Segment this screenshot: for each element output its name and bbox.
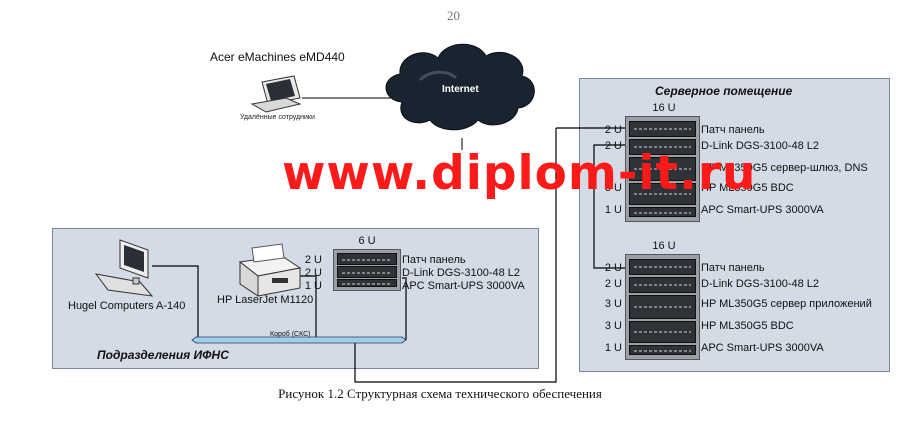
printer-icon — [238, 243, 302, 297]
rack1-patch-panel — [629, 121, 696, 137]
remote-caption: Удалённые сотрудники — [240, 114, 315, 121]
desktop-computer-icon — [94, 239, 154, 297]
rack2-switch — [629, 277, 696, 293]
rack2-label-3: HP ML350G5 сервер приложений — [701, 298, 872, 310]
internet-cloud-icon — [385, 43, 535, 131]
rack1-label-2: D-Link DGS-3100-48 L2 — [701, 140, 820, 152]
rack2-label-1: Патч панель — [701, 262, 765, 274]
dept-switch — [337, 266, 397, 278]
watermark: www.diplom-it.ru — [282, 146, 757, 201]
rack1-switch — [629, 139, 696, 155]
rack2-label-5: APC Smart-UPS 3000VA — [701, 342, 824, 354]
rack2-label-4: HP ML350G5 BDC — [701, 320, 794, 332]
laptop-icon — [250, 75, 302, 113]
server-room-title: Серверное помещение — [655, 84, 793, 98]
rack1-u-4: 3 U — [604, 182, 622, 194]
cable-duct — [191, 336, 407, 344]
rack1-ups — [629, 207, 696, 217]
rack1-u-1: 2 U — [604, 124, 622, 136]
dept-u-1: 2 U — [304, 254, 322, 266]
figure-caption: Рисунок 1.2 Структурная схема техническо… — [278, 386, 602, 401]
rack2-u-5: 1 U — [604, 342, 622, 354]
rack1-label-3: HP ML350G5 сервер-шлюз, DNS — [701, 162, 868, 174]
dept-ups — [337, 279, 397, 287]
dept-u-3: 1 U — [304, 280, 322, 292]
rack1-header: 16 U — [652, 102, 676, 114]
rack2-header: 16 U — [652, 240, 676, 252]
cable-duct-label: Короб (СКС) — [270, 331, 311, 338]
dept-label-1: Патч панель — [402, 254, 466, 266]
rack1-gateway-server — [629, 157, 696, 181]
rack1-bdc-server — [629, 183, 696, 205]
rack1-label-1: Патч панель — [701, 124, 765, 136]
rack2-ups — [629, 345, 696, 355]
dept-label-3: APC Smart-UPS 3000VA — [402, 280, 525, 292]
rack2-u-2: 2 U — [604, 278, 622, 290]
internet-label: Internet — [442, 84, 479, 95]
page-number: 20 — [447, 8, 460, 23]
rack2-u-4: 3 U — [604, 320, 622, 332]
department-rack — [333, 249, 401, 291]
printer-link — [300, 275, 317, 340]
uplink — [354, 128, 557, 383]
dept-computer-label: Hugel Computers A-140 — [68, 300, 186, 312]
rack-interconnect — [593, 144, 625, 269]
rack1-label-4: HP ML350G5 BDC — [701, 182, 794, 194]
server-rack-1 — [625, 116, 700, 222]
rack2-patch-panel — [629, 259, 696, 275]
server-rack-2 — [625, 254, 700, 360]
dept-patch-panel — [337, 253, 397, 265]
rack2-label-2: D-Link DGS-3100-48 L2 — [701, 278, 820, 290]
rack2-bdc-server — [629, 321, 696, 343]
pc-link — [152, 265, 199, 340]
rack1-u-5: 1 U — [604, 204, 622, 216]
department-title: Подразделения ИФНС — [97, 348, 229, 362]
switch-link — [402, 277, 407, 340]
rack1-u-2: 2 U — [604, 140, 622, 152]
remote-computer-label: Acer eMachines eMD440 — [210, 50, 345, 64]
dept-u-2: 2 U — [304, 267, 322, 279]
rack2-u-1: 2 U — [604, 262, 622, 274]
rack1-label-5: APC Smart-UPS 3000VA — [701, 204, 824, 216]
rack2-app-server — [629, 295, 696, 319]
dept-label-2: D-Link DGS-3100-48 L2 — [402, 267, 521, 279]
dept-printer-label: HP LaserJet M1120 — [217, 294, 314, 306]
rack2-u-3: 3 U — [604, 298, 622, 310]
dept-rack-header: 6 U — [358, 235, 376, 247]
